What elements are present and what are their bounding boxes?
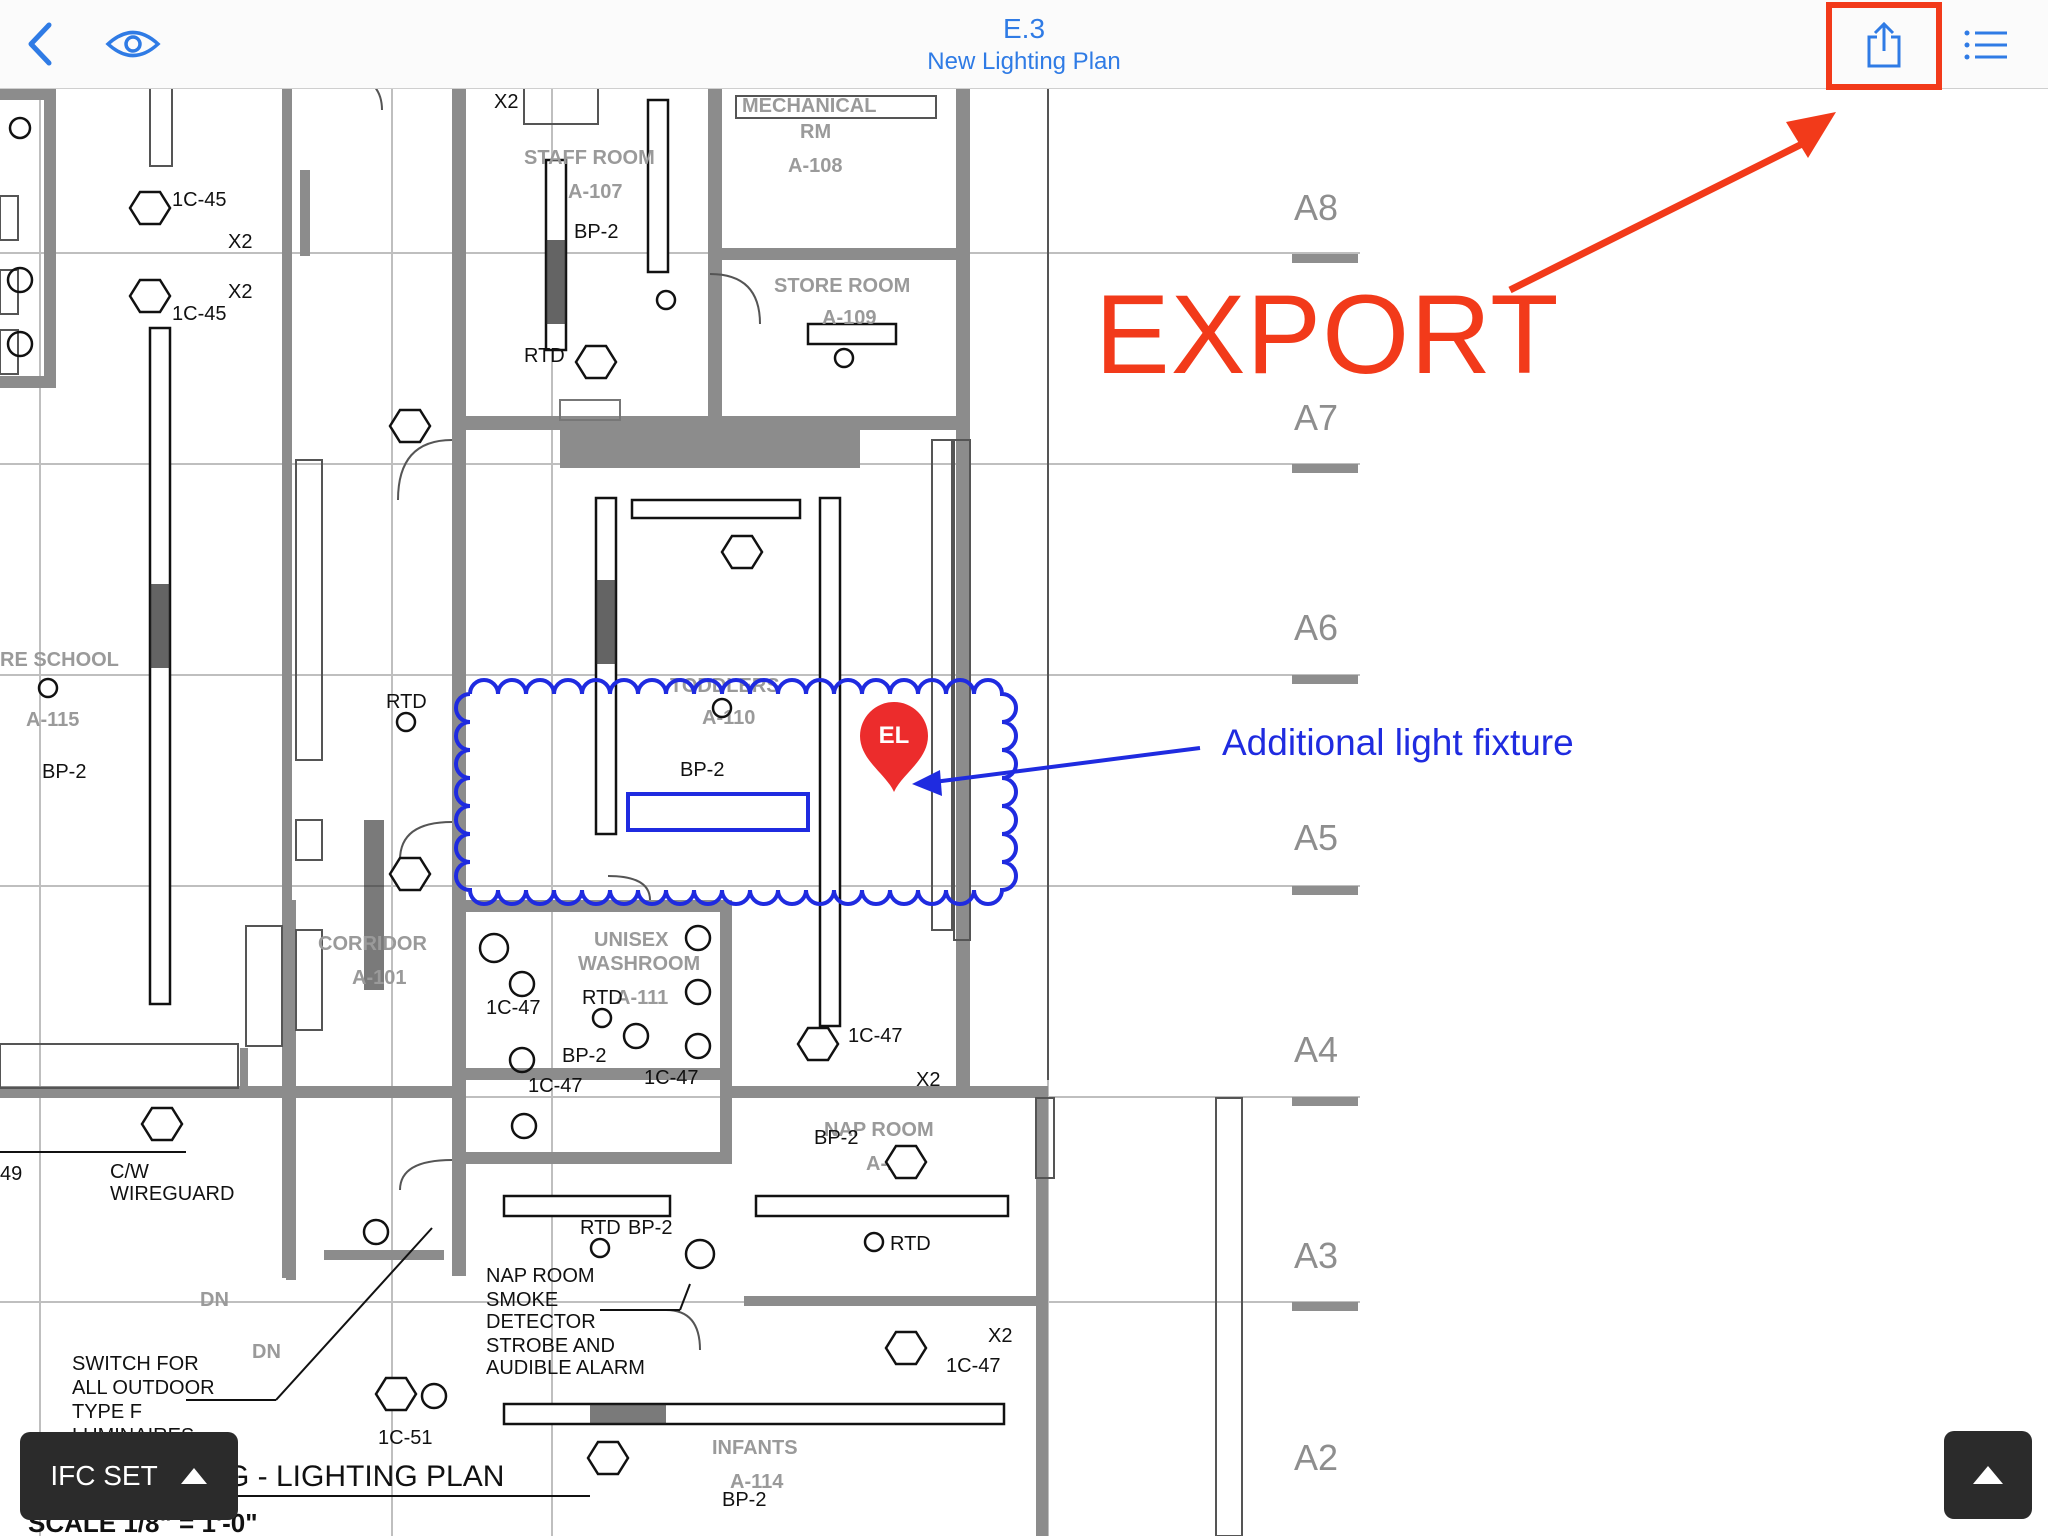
- svg-text:UNISEX: UNISEX: [594, 929, 669, 951]
- svg-text:BP-2: BP-2: [722, 1489, 766, 1511]
- device-symbols: [6, 116, 885, 1410]
- svg-text:NAP ROOM: NAP ROOM: [486, 1265, 595, 1287]
- visibility-button[interactable]: [100, 20, 166, 68]
- svg-text:A-109: A-109: [822, 307, 876, 329]
- svg-text:DN: DN: [252, 1341, 281, 1363]
- svg-text:SWITCH FOR: SWITCH FOR: [72, 1353, 199, 1375]
- svg-text:A-101: A-101: [352, 967, 406, 989]
- list-icon: [1964, 30, 2007, 60]
- svg-text:1C-47: 1C-47: [848, 1025, 902, 1047]
- sheet-title: New Lighting Plan: [927, 48, 1121, 75]
- svg-text:A-108: A-108: [788, 155, 842, 177]
- svg-text:A-114: A-114: [730, 1471, 784, 1493]
- sheet-number: E.3: [1002, 13, 1046, 44]
- drawing-canvas[interactable]: A8 A7 A6 A5 A4 A3 A2: [0, 88, 2048, 1536]
- svg-text:A-110: A-110: [702, 707, 755, 729]
- svg-text:1C-45: 1C-45: [172, 189, 226, 211]
- svg-text:RTD: RTD: [580, 1217, 621, 1239]
- svg-text:BP-2: BP-2: [814, 1127, 858, 1149]
- grid-label: A2: [1294, 1437, 1338, 1478]
- svg-text:49: 49: [0, 1163, 22, 1185]
- eye-icon: [105, 30, 161, 58]
- circuit-tags: 1C-45 1C-45 BP-2 BP-2 BP-2 BP-2 BP-2 BP-…: [0, 91, 1012, 1511]
- svg-text:1C-51: 1C-51: [378, 1427, 432, 1449]
- svg-text:RTD: RTD: [524, 345, 565, 367]
- chevron-left-icon: [28, 22, 52, 66]
- annotation-arrows: [912, 112, 1836, 796]
- svg-text:1C-45: 1C-45: [172, 303, 226, 325]
- svg-text:1C-47: 1C-47: [528, 1075, 582, 1097]
- grid-label: A7: [1294, 397, 1338, 438]
- svg-text:RTD: RTD: [582, 987, 623, 1009]
- grid-tick-marks: [1292, 254, 1358, 1311]
- back-button[interactable]: [14, 16, 66, 72]
- grid-label: A5: [1294, 817, 1338, 858]
- svg-text:BP-2: BP-2: [42, 761, 86, 783]
- svg-text:STORE ROOM: STORE ROOM: [774, 275, 910, 297]
- svg-text:INFANTS: INFANTS: [712, 1437, 798, 1459]
- export-label: EXPORT: [1095, 272, 1560, 397]
- grid-labels: A8 A7 A6 A5 A4 A3 A2: [1294, 187, 1338, 1478]
- walls: [0, 88, 1048, 1536]
- svg-text:SMOKE: SMOKE: [486, 1289, 558, 1311]
- svg-text:DN: DN: [200, 1289, 229, 1311]
- svg-text:1C-47: 1C-47: [644, 1067, 698, 1089]
- svg-text:STROBE AND: STROBE AND: [486, 1335, 615, 1357]
- svg-text:STAFF ROOM: STAFF ROOM: [524, 147, 655, 169]
- svg-text:AUDIBLE ALARM: AUDIBLE ALARM: [486, 1357, 645, 1379]
- svg-text:BP-2: BP-2: [562, 1045, 606, 1067]
- grid-label: A6: [1294, 607, 1338, 648]
- svg-text:X2: X2: [916, 1069, 940, 1091]
- svg-text:A-107: A-107: [568, 181, 622, 203]
- set-selector-button[interactable]: IFC SET: [20, 1432, 238, 1520]
- triangle-up-icon: [180, 1468, 207, 1484]
- revision-cloud[interactable]: [454, 678, 1018, 906]
- fixture-hatching: [150, 240, 666, 1424]
- svg-text:G - LIGHTING PLAN: G - LIGHTING PLAN: [226, 1460, 504, 1493]
- export-share-button[interactable]: [1848, 12, 1920, 78]
- sheet-list-button[interactable]: [1956, 22, 2016, 68]
- svg-text:RE SCHOOL: RE SCHOOL: [0, 649, 119, 671]
- expand-panel-button[interactable]: [1944, 1431, 2032, 1519]
- svg-text:WASHROOM: WASHROOM: [578, 953, 700, 975]
- svg-text:WIREGUARD: WIREGUARD: [110, 1183, 234, 1205]
- svg-text:A-115: A-115: [26, 709, 79, 731]
- share-icon: [1867, 21, 1901, 68]
- svg-text:X2: X2: [494, 91, 518, 113]
- pin-label: EL: [878, 722, 910, 749]
- svg-text:X2: X2: [228, 231, 252, 253]
- svg-text:X2: X2: [988, 1325, 1012, 1347]
- grid-label: A8: [1294, 187, 1338, 228]
- svg-text:C/W: C/W: [110, 1161, 149, 1183]
- panel-markers: [128, 190, 928, 1476]
- grid-label: A3: [1294, 1235, 1338, 1276]
- svg-text:ALL OUTDOOR: ALL OUTDOOR: [72, 1377, 215, 1399]
- leader-lines: [0, 1151, 691, 1497]
- drawing-linework: [0, 88, 1243, 1536]
- svg-text:1C-47: 1C-47: [946, 1355, 1000, 1377]
- svg-text:BP-2: BP-2: [574, 221, 618, 243]
- grid-label: A4: [1294, 1029, 1338, 1070]
- svg-text:RTD: RTD: [890, 1233, 931, 1255]
- svg-text:RTD: RTD: [386, 691, 427, 713]
- svg-text:1C-47: 1C-47: [486, 997, 540, 1019]
- navigation-bar: E.3 New Lighting Plan: [0, 0, 2048, 89]
- fixture-note: Additional light fixture: [1222, 722, 1574, 763]
- svg-text:RM: RM: [800, 121, 831, 143]
- svg-text:BP-2: BP-2: [628, 1217, 672, 1239]
- svg-text:NAP ROOM: NAP ROOM: [824, 1119, 934, 1141]
- svg-text:CORRIDOR: CORRIDOR: [318, 933, 427, 955]
- svg-text:X2: X2: [228, 281, 252, 303]
- svg-text:DETECTOR: DETECTOR: [486, 1311, 596, 1333]
- map-pin-icon: [860, 702, 928, 792]
- svg-text:A-111: A-111: [616, 987, 668, 1009]
- svg-text:BP-2: BP-2: [680, 759, 724, 781]
- set-label: IFC SET: [50, 1460, 158, 1491]
- markup-pin[interactable]: EL: [858, 700, 930, 794]
- triangle-up-icon: [1973, 1466, 2003, 1484]
- svg-text:MECHANICAL: MECHANICAL: [742, 95, 876, 117]
- svg-text:TYPE F: TYPE F: [72, 1401, 142, 1423]
